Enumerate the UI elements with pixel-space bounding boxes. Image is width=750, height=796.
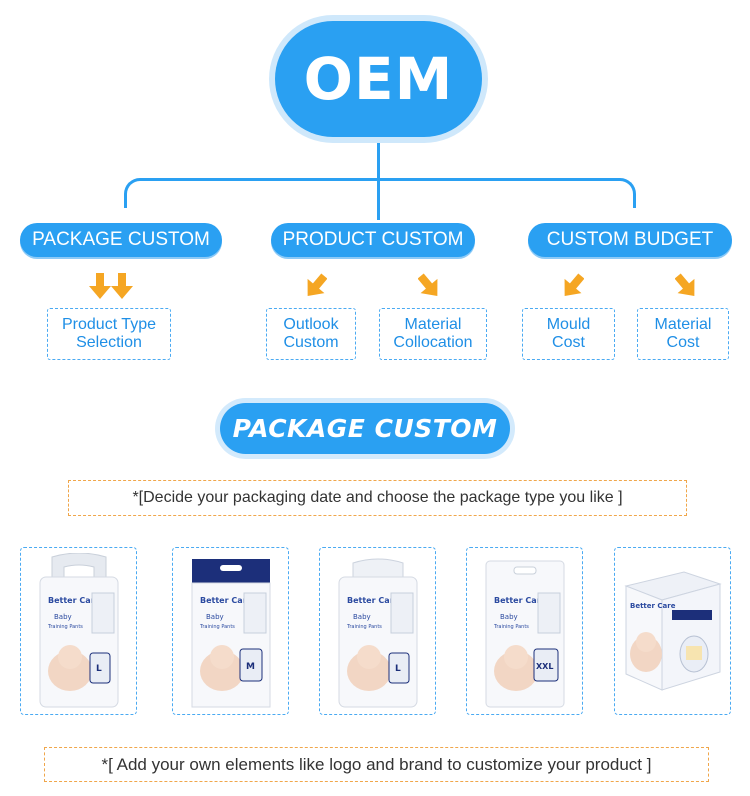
category-product-custom[interactable]: PRODUCT CUSTOM (271, 223, 475, 257)
sub-item-label: Outlook (283, 316, 339, 333)
brand-text: Better Care (494, 596, 547, 605)
product-line-1: Baby (54, 613, 72, 621)
product-line-2: Training Pants (199, 624, 235, 630)
sub-item-label: Material (654, 316, 712, 333)
note-packaging-date: *[Decide your packaging date and choose … (68, 480, 687, 516)
product-line-2: Training Pants (47, 624, 83, 630)
size-label: L (96, 664, 102, 674)
connector-vertical-middle (377, 178, 380, 220)
product-line-1: Baby (500, 613, 518, 621)
arrow-down-left-icon (564, 273, 584, 296)
product-line-2: Training Pants (493, 624, 529, 630)
diaper-bag-handle-illustration: Better Care Baby Training Pants XXL (485, 560, 565, 708)
sub-item-label: Product Type (62, 316, 156, 333)
product-line-2: Training Pants (346, 624, 382, 630)
sub-item-label: Custom (283, 334, 339, 351)
arrow-down-icon (111, 273, 133, 299)
size-label: XXL (536, 662, 553, 671)
diaper-box-illustration: Better Care (624, 571, 722, 691)
arrow-down-left-icon (307, 273, 327, 296)
brand-text: Better Care (347, 596, 400, 605)
category-custom-budget[interactable]: CUSTOM BUDGET (528, 223, 732, 257)
section-title-package-custom: PACKAGE CUSTOM (220, 403, 510, 454)
sub-item-label: Material (404, 316, 462, 333)
arrow-down-right-icon (675, 273, 695, 296)
connector-horizontal (124, 178, 636, 208)
arrow-down-icon (89, 273, 111, 299)
note-add-elements: *[ Add your own elements like logo and b… (44, 747, 709, 782)
diaper-bag-white-illustration: Better Care Baby Training Pants L (39, 553, 119, 708)
sub-item-product-type-selection[interactable]: Product Type Selection (47, 308, 171, 360)
diaper-bag-navy-top-illustration: Better Care Baby Training Pants M (191, 559, 271, 708)
arrow-down-right-icon (418, 273, 438, 296)
product-line-1: Baby (353, 613, 371, 621)
sub-item-label: Selection (76, 334, 142, 351)
sub-item-outlook-custom[interactable]: Outlook Custom (266, 308, 356, 360)
product-line-1: Baby (206, 613, 224, 621)
sub-item-material-collocation[interactable]: Material Collocation (379, 308, 487, 360)
category-package-custom[interactable]: PACKAGE CUSTOM (20, 223, 222, 257)
size-label: L (395, 664, 401, 674)
sub-item-label: Cost (552, 334, 585, 351)
sub-item-mould-cost[interactable]: Mould Cost (522, 308, 615, 360)
connector-vertical-root (377, 143, 380, 180)
diaper-bag-white-illustration: Better Care Baby Training Pants L (338, 558, 418, 708)
sub-item-material-cost[interactable]: Material Cost (637, 308, 729, 360)
oem-root-node: OEM (275, 21, 482, 137)
sub-item-label: Mould (546, 316, 591, 333)
size-label: M (246, 662, 255, 672)
brand-text: Better Care (48, 596, 101, 605)
sub-item-label: Collocation (393, 334, 473, 351)
brand-text: Better Care (630, 602, 676, 610)
sub-item-label: Cost (666, 334, 700, 351)
brand-text: Better Care (200, 596, 253, 605)
